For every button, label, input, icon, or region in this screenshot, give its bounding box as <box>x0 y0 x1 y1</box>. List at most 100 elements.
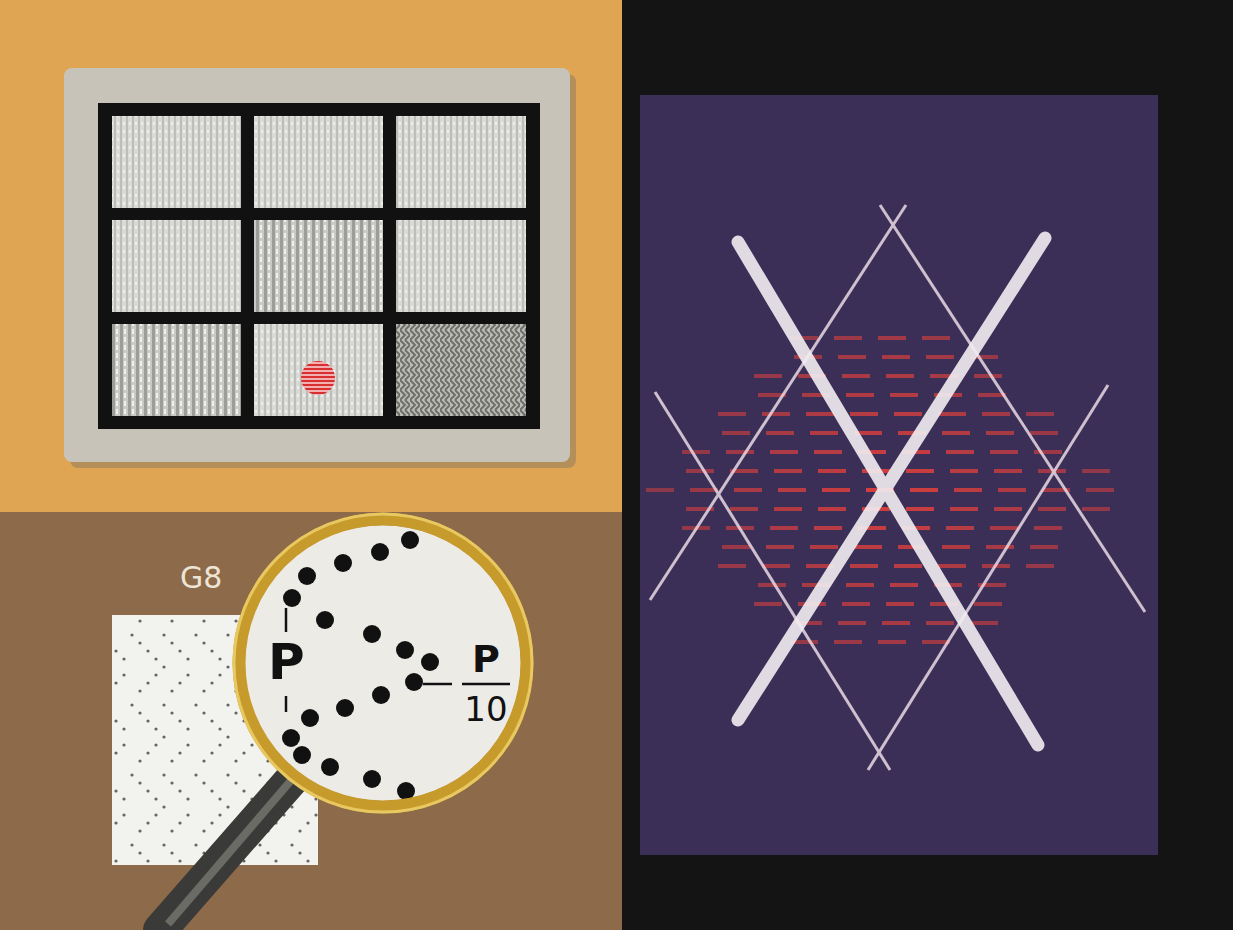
diffraction-dash <box>774 507 802 511</box>
diffraction-dash <box>942 431 970 435</box>
diffraction-dash <box>990 450 1018 454</box>
diffraction-dash <box>990 526 1018 530</box>
diffraction-dash <box>834 640 862 644</box>
diffraction-dash <box>950 469 978 473</box>
diffraction-dash <box>718 564 746 568</box>
diffraction-dash <box>850 412 878 416</box>
tray <box>64 68 570 462</box>
fraction-numerator: P <box>472 640 500 678</box>
diffraction-dash <box>762 412 790 416</box>
diffraction-dash <box>814 526 842 530</box>
diffraction-dash <box>886 602 914 606</box>
main-axes <box>738 238 1045 745</box>
diffraction-dash <box>766 545 794 549</box>
diffraction-dash <box>998 488 1026 492</box>
diffraction-dash <box>878 336 906 340</box>
diffraction-dash <box>890 583 918 587</box>
diffraction-dash <box>1026 412 1054 416</box>
lattice-lines <box>650 205 1145 770</box>
red-spot <box>301 361 335 395</box>
diffraction-dash <box>758 583 786 587</box>
diffraction-dash <box>846 393 874 397</box>
lens-dots <box>282 531 439 800</box>
tan-ground <box>0 0 622 512</box>
diffraction-dash <box>850 564 878 568</box>
diffraction-dash <box>730 507 758 511</box>
diffraction-dash <box>974 602 1002 606</box>
diffraction-dash <box>946 526 974 530</box>
diffraction-dash <box>810 431 838 435</box>
diffraction-dash <box>986 431 1014 435</box>
diffraction-dash <box>754 374 782 378</box>
diffraction-dash <box>818 469 846 473</box>
diffraction-dash <box>834 336 862 340</box>
diffraction-dash <box>926 355 954 359</box>
diffraction-dash <box>814 450 842 454</box>
diffraction-dash <box>734 488 762 492</box>
diffraction-dash <box>994 469 1022 473</box>
sheet-label: G8 <box>180 563 222 593</box>
diffraction-dash <box>846 583 874 587</box>
diffraction-dash <box>722 431 750 435</box>
diffraction-dash <box>682 450 710 454</box>
diffraction-dash <box>1082 507 1110 511</box>
diffraction-dash <box>1026 564 1054 568</box>
diffraction-dash <box>718 412 746 416</box>
diffraction-dash <box>922 336 950 340</box>
variable-label: P <box>268 637 305 687</box>
diffraction-dash <box>806 412 834 416</box>
diffraction-dash <box>686 469 714 473</box>
diffraction-dash <box>954 488 982 492</box>
diffraction-dash <box>1082 469 1110 473</box>
diffraction-dash <box>1030 545 1058 549</box>
diffraction-dash <box>946 450 974 454</box>
diffraction-dash <box>1030 431 1058 435</box>
diffraction-dash <box>842 602 870 606</box>
diffraction-dash <box>982 412 1010 416</box>
diffraction-dash <box>950 507 978 511</box>
diffraction-dash <box>1086 488 1114 492</box>
diffraction-dash <box>906 469 934 473</box>
diffraction-dash <box>774 469 802 473</box>
diffraction-dash <box>838 355 866 359</box>
diffraction-dash <box>890 393 918 397</box>
diffraction-dash <box>926 621 954 625</box>
fraction-denominator: 10 <box>464 692 507 726</box>
diffraction-dash <box>938 412 966 416</box>
diffraction-dash <box>882 355 910 359</box>
diffraction-dash <box>910 488 938 492</box>
diffraction-dash <box>770 526 798 530</box>
diffraction-dash <box>722 545 750 549</box>
diffraction-dash <box>754 602 782 606</box>
diffraction-dash <box>906 507 934 511</box>
pattern-sheet <box>112 615 318 865</box>
diffraction-dash <box>994 507 1022 511</box>
diffraction-dash <box>810 545 838 549</box>
diffraction-dash <box>854 545 882 549</box>
diffraction-dash <box>894 412 922 416</box>
lens <box>245 525 521 801</box>
diffraction-dash <box>974 374 1002 378</box>
diffraction-dash <box>1038 507 1066 511</box>
diffraction-dash <box>1034 526 1062 530</box>
diffraction-dash <box>766 431 794 435</box>
diffraction-dash <box>878 640 906 644</box>
diffraction-dash <box>842 374 870 378</box>
purple-panel <box>640 95 1158 855</box>
diffraction-dash <box>938 564 966 568</box>
diffraction-dash <box>762 564 790 568</box>
diffraction-dash <box>886 374 914 378</box>
diffraction-dash <box>646 488 674 492</box>
diffraction-dash <box>770 450 798 454</box>
diffraction-dash <box>970 621 998 625</box>
diffraction-dash <box>942 545 970 549</box>
handle-shine <box>168 770 300 924</box>
diffraction-dash <box>818 507 846 511</box>
diffraction-dash <box>822 488 850 492</box>
lens-rim <box>239 519 527 807</box>
rim-shine <box>234 514 532 812</box>
diffraction-dash <box>778 488 806 492</box>
dark-ground <box>622 0 1233 930</box>
